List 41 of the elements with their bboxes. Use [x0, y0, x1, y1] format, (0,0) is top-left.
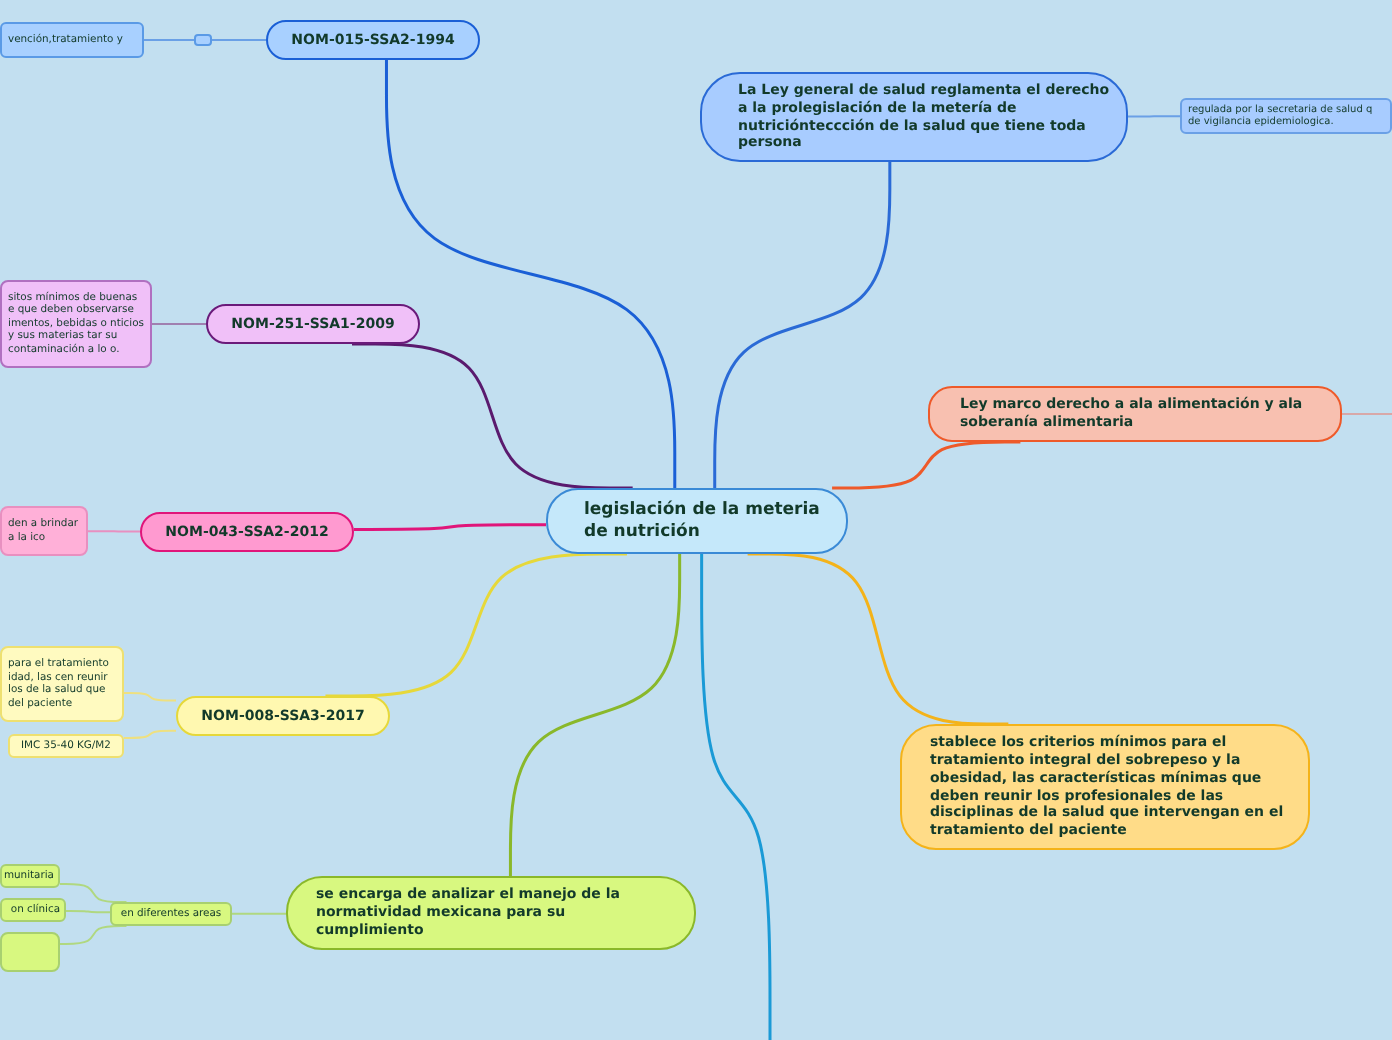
- connector-line: [700, 554, 772, 1040]
- connector-line: [123, 729, 177, 739]
- collapse-box: [0, 932, 60, 972]
- topic-box: [928, 386, 1342, 442]
- connector-line: [231, 912, 287, 915]
- connector-line: [747, 552, 1009, 726]
- connector-line: [325, 552, 627, 698]
- connector-line: [1127, 115, 1181, 118]
- topic-box: [0, 506, 88, 556]
- topic-box: [110, 902, 232, 926]
- connector-line: [713, 162, 892, 488]
- topic-box: [8, 734, 124, 758]
- connector-line: [211, 39, 267, 41]
- topic-box: [0, 280, 152, 368]
- topic-box: [266, 20, 480, 60]
- connector-line: [87, 530, 141, 533]
- topic-box: [140, 512, 354, 552]
- topic-box: [206, 304, 420, 344]
- connector-line: [354, 523, 546, 531]
- connector-line: [59, 883, 128, 903]
- connector-line: [1341, 413, 1392, 415]
- topic-box: [546, 488, 848, 554]
- topic-box: [176, 696, 390, 736]
- connector-line: [143, 39, 195, 41]
- topic-box: [286, 876, 696, 950]
- topic-text: legislación de la meteria de nutrición: [584, 499, 822, 543]
- connector-line: [59, 925, 128, 945]
- topic-box: [0, 898, 66, 922]
- topic-box: [0, 646, 124, 722]
- topic-box: [0, 22, 144, 58]
- connector-line: [65, 909, 111, 914]
- topic-box: [0, 864, 60, 888]
- collapse-box: [194, 34, 212, 46]
- connector-line: [384, 60, 677, 488]
- connector-line: [832, 440, 1021, 490]
- connector-line: [352, 342, 633, 490]
- topic-box: [700, 72, 1128, 162]
- connector-line: [151, 323, 207, 325]
- connector-line: [123, 692, 177, 702]
- topic-box: [1180, 98, 1392, 134]
- topic-box: [900, 724, 1310, 850]
